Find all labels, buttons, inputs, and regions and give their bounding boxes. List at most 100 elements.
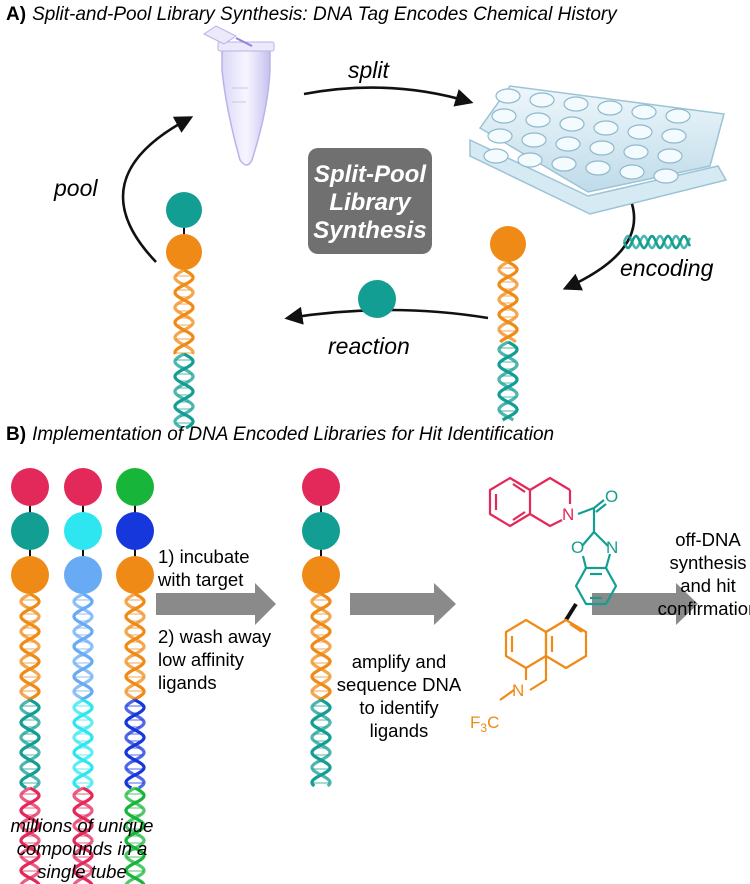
confirmation-arrow: [592, 583, 698, 625]
library-member-2: [64, 468, 102, 884]
panel-a-header: A)Split-and-Pool Library Synthesis: DNA …: [6, 4, 618, 25]
dna-strand: [497, 340, 519, 422]
dna-strand: [124, 698, 146, 790]
caption-line3: single tube: [37, 861, 126, 882]
plate-well: [483, 148, 509, 164]
benzoxazole-fragment: [574, 531, 618, 606]
selected-binder: [302, 468, 340, 788]
split-arrow: [303, 86, 474, 107]
plate-well: [597, 100, 623, 116]
building-block-bead: [64, 512, 102, 550]
caption-line1: millions of unique: [11, 815, 154, 836]
box-line-3: Synthesis: [313, 217, 426, 244]
atom-n3: N: [512, 681, 524, 700]
step-amplify-line3: to identify: [359, 697, 439, 718]
building-block-bead: [11, 556, 49, 594]
plate-well: [555, 136, 581, 152]
plate-well: [653, 168, 679, 184]
building-block-bead: [166, 234, 202, 270]
step-offdna-line3: and hit: [680, 575, 736, 596]
microcentrifuge-tube-icon: [203, 25, 275, 166]
building-block-bead: [116, 556, 154, 594]
step-amplify-line4: ligands: [370, 720, 429, 741]
dna-strand: [310, 698, 332, 788]
sequencing-arrow: [350, 583, 456, 625]
encoding-dna-icon: [622, 234, 692, 250]
reaction-label: reaction: [328, 333, 410, 359]
building-block-bead: [11, 468, 49, 506]
dna-strand: [622, 234, 692, 250]
plate-well: [627, 124, 653, 140]
step-wash-line1: 2) wash away: [158, 626, 272, 647]
building-block-bead: [116, 468, 154, 506]
step-offdna-line2: synthesis: [669, 552, 746, 573]
building-block-bead: [64, 468, 102, 506]
plate-well: [521, 132, 547, 148]
dna-strand: [310, 592, 332, 702]
box-line-2: Library: [329, 189, 412, 216]
cf3-group: F3C: [470, 713, 499, 735]
dna-strand: [19, 592, 41, 702]
dna-strand: [72, 592, 94, 702]
isoquinoline-fragment: [488, 476, 572, 528]
building-block-bead: [64, 556, 102, 594]
selection-arrow: [156, 583, 276, 625]
plate-well: [563, 96, 589, 112]
step-amplify-line2: sequence DNA: [337, 674, 462, 695]
dna-strand: [72, 592, 94, 702]
atom-o2: O: [571, 538, 584, 557]
library-member-3: [116, 468, 154, 884]
plate-well: [529, 92, 555, 108]
plate-well: [551, 156, 577, 172]
box-line-1: Split-Pool: [314, 161, 427, 188]
pooled-dna-construct: [166, 192, 202, 430]
plate-well: [525, 112, 551, 128]
plate-well: [665, 108, 691, 124]
dna-strand: [173, 268, 195, 355]
dna-strand: [19, 592, 41, 702]
library-member-1: [11, 468, 49, 884]
plate-well: [631, 104, 657, 120]
atom-o1: O: [605, 487, 618, 506]
plate-well: [589, 140, 615, 156]
step-wash-line3: ligands: [158, 672, 217, 693]
pool-arrow: [121, 116, 194, 263]
caption-line2: compounds in a: [17, 838, 148, 859]
pool-label: pool: [53, 175, 98, 201]
plate-well: [657, 148, 683, 164]
dna-strand: [622, 234, 692, 250]
atom-n1: N: [562, 505, 574, 524]
building-block-bead: [490, 226, 526, 262]
step-incubate-line2: with target: [157, 569, 243, 590]
step-incubate-line1: 1) incubate: [158, 546, 250, 567]
dna-strand: [310, 592, 332, 702]
panel-b-header: B)Implementation of DNA Encoded Librarie…: [6, 424, 554, 445]
building-block-bead: [302, 512, 340, 550]
encoded-dna-construct: [490, 226, 526, 422]
plate-well: [661, 128, 687, 144]
hit-molecule-structure: N O O N: [470, 476, 618, 735]
dna-strand: [497, 340, 519, 422]
well-plate-icon: [469, 85, 728, 215]
atom-n2: N: [606, 538, 618, 557]
dna-strand: [72, 698, 94, 790]
dna-strand: [124, 592, 146, 702]
building-block-bead: [302, 468, 340, 506]
split-pool-box: Split-Pool Library Synthesis: [308, 148, 432, 254]
building-block-bead: [11, 512, 49, 550]
plate-well: [623, 144, 649, 160]
plate-well: [491, 108, 517, 124]
building-block-bead: [166, 192, 202, 228]
dna-strand: [124, 592, 146, 702]
plate-well: [495, 88, 521, 104]
amide-carbonyl: [577, 499, 607, 532]
quinoline-fragment: [499, 618, 588, 701]
step-wash-line2: low affinity: [158, 649, 245, 670]
plate-well: [517, 152, 543, 168]
step-amplify-line1: amplify and: [352, 651, 447, 672]
plate-well: [593, 120, 619, 136]
encoding-label: encoding: [620, 255, 714, 281]
plate-well: [487, 128, 513, 144]
